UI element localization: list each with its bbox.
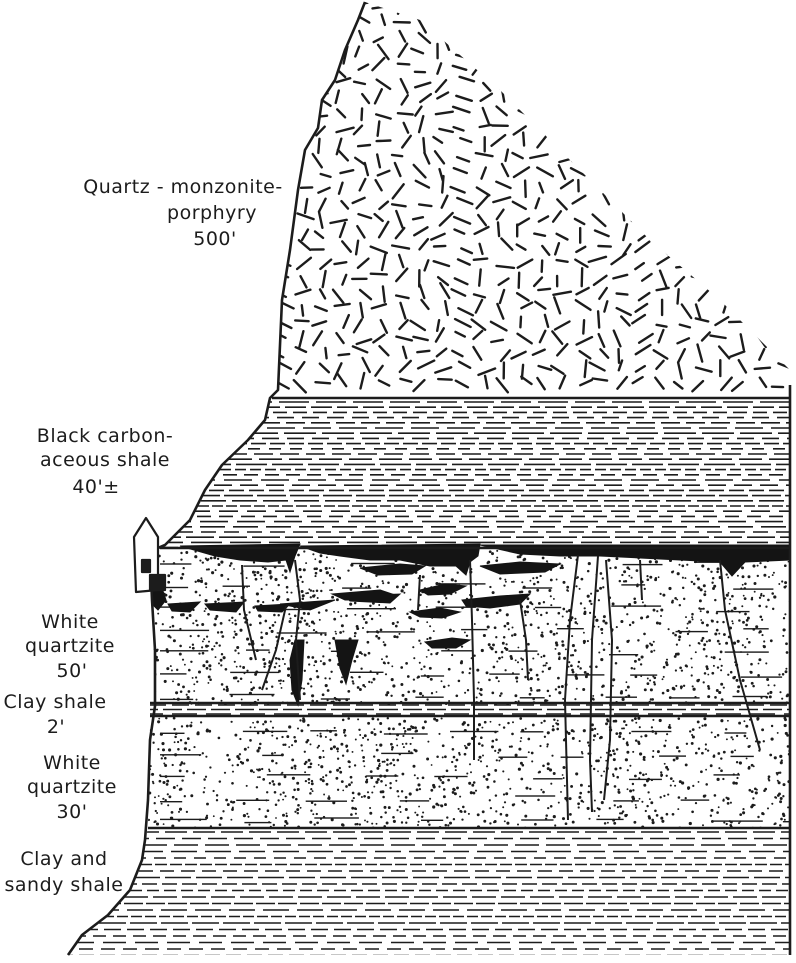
white-quartzite-upper-label-line3: 50' [57, 660, 88, 682]
clay-sandy-shale-label-line1: Clay and [20, 848, 107, 870]
white-quartzite-upper-label-line2: quartzite [25, 635, 115, 657]
black-shale-label-line2: aceous shale [40, 449, 170, 471]
white-quartzite-lower-layer [139, 717, 796, 830]
white-quartzite-lower-label-line1: White [43, 752, 101, 774]
section-outline [68, 2, 790, 955]
black-shale-label-line1: Black carbon- [37, 425, 173, 447]
clay-sandy-shale-label-line2: sandy shale [5, 874, 124, 896]
clay-shale-label-line1: Clay shale [3, 691, 106, 713]
white-quartzite-lower-label-line2: quartzite [27, 776, 117, 798]
white-quartzite-lower-label-line3: 30' [57, 801, 88, 823]
porphyry-label-line1: Quartz - monzonite- [83, 176, 282, 198]
porphyry-label-line3: 500' [193, 228, 237, 250]
mine-building-icon [134, 518, 165, 592]
clay-shale-layer [60, 705, 796, 714]
clay-shale-label-line2: 2' [47, 716, 65, 738]
white-quartzite-upper-label-line1: White [41, 611, 99, 633]
black-shale-label-line3: 40'± [72, 476, 119, 498]
porphyry-label-line2: porphyry [167, 202, 257, 224]
white-quartzite-upper-layer [139, 549, 796, 706]
clay-sandy-shale-layer [60, 832, 796, 956]
porphyry-layer [251, 0, 794, 392]
black-shale-layer [60, 402, 796, 548]
